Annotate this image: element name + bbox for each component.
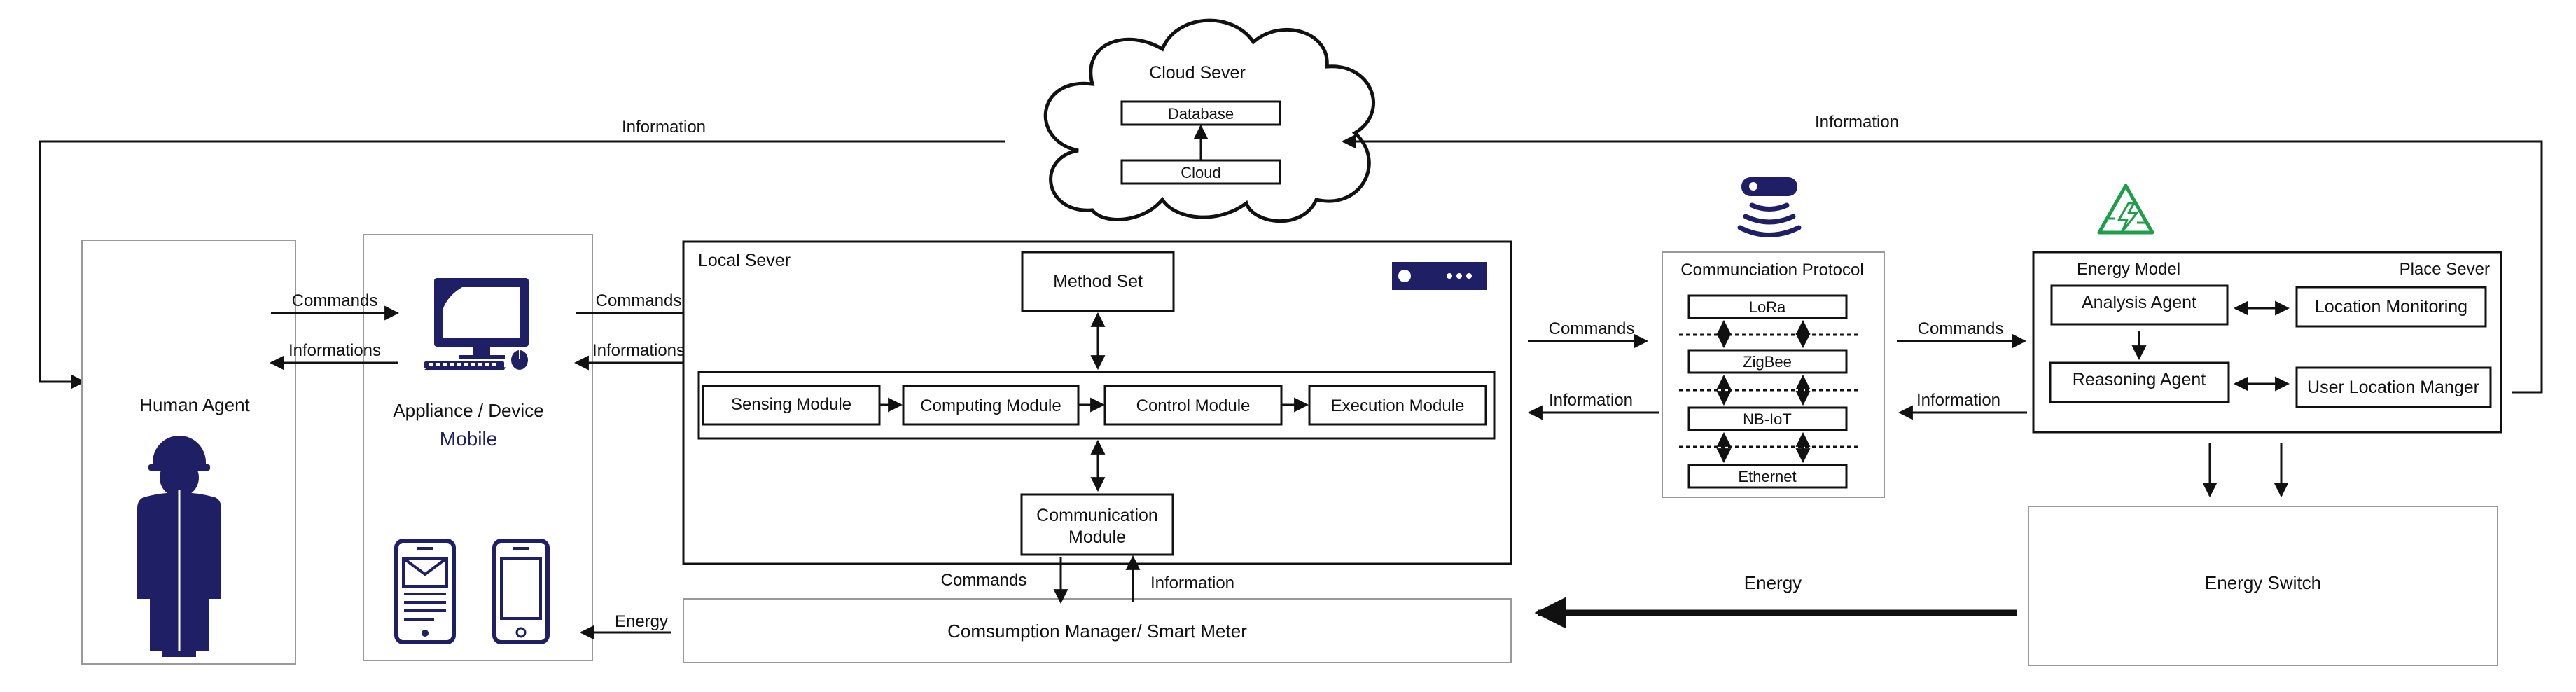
communication-module-line2: Module — [1068, 527, 1126, 547]
energy-switch-box — [2028, 506, 2498, 666]
protocol-panel: Communciation Protocol LoRa ZigBee NB-Io… — [1662, 177, 1885, 498]
appliance-sublabel: Mobile — [440, 428, 497, 450]
protocol-link-arrows — [1716, 319, 1811, 464]
information-label-4: Information — [1549, 391, 1633, 410]
info-loop-left — [39, 140, 1005, 389]
energy-label-big: Energy — [1744, 572, 1802, 593]
local-server-title: Local Sever — [698, 251, 791, 270]
info-left-label: Information — [622, 118, 706, 137]
tablet-news-icon — [394, 539, 456, 644]
place-server-title: Place Sever — [2400, 260, 2490, 279]
user-location-label: User Location Manger — [2307, 378, 2479, 397]
protocol-lora-box — [1687, 294, 1848, 319]
method-set-label: Method Set — [1053, 272, 1143, 291]
commands-label-4: Commands — [1549, 319, 1635, 338]
appliance-label: Appliance / Device — [393, 400, 543, 421]
sensing-module-label: Sensing Module — [731, 395, 851, 414]
local-server-panel: Local Sever Method Set Sensing Module Co… — [682, 240, 1512, 565]
information-label-5: Information — [1916, 391, 2000, 410]
smartphone-icon — [492, 539, 550, 644]
consumption-manager-label: Comsumption Manager/ Smart Meter — [947, 621, 1247, 642]
protocol-ethernet-box — [1687, 464, 1848, 489]
communication-module-line1: Communication — [1036, 506, 1158, 525]
informations-label-1: Informations — [288, 341, 381, 360]
appliance-panel: Appliance / Device Mobile — [363, 234, 593, 661]
protocol-lora-label: LoRa — [1749, 298, 1786, 316]
protocol-nbiot-box — [1687, 406, 1848, 431]
desktop-computer-icon — [424, 278, 529, 370]
computing-module-box — [902, 385, 1080, 426]
protocol-box — [1662, 251, 1885, 498]
reasoning-agent-label: Reasoning Agent — [2073, 370, 2206, 389]
reasoning-agent-box — [2049, 361, 2230, 403]
wireless-router-icon — [1737, 177, 1802, 237]
cloud-box — [1120, 159, 1281, 185]
commands-label-2: Commands — [596, 291, 682, 310]
energy-label-small: Energy — [615, 612, 668, 631]
protocol-title: Communciation Protocol — [1680, 261, 1863, 279]
protocol-nbiot-label: NB-IoT — [1743, 410, 1792, 428]
information-label-3: Information — [1150, 574, 1234, 593]
protocol-ethernet-label: Ethernet — [1738, 468, 1796, 485]
database-box — [1120, 100, 1281, 126]
location-monitoring-label: Location Monitoring — [2315, 297, 2467, 317]
analysis-agent-box — [2050, 284, 2229, 326]
info-loop-right — [1341, 134, 2543, 394]
analysis-agent-label: Analysis Agent — [2082, 293, 2196, 312]
informations-label-2: Informations — [592, 341, 685, 360]
execution-module-label: Execution Module — [1331, 396, 1465, 415]
human-agent-label: Human Agent — [139, 394, 250, 415]
protocol-zigbee-box — [1687, 349, 1848, 374]
commands-label-3: Commands — [941, 571, 1027, 590]
execution-module-box — [1308, 385, 1487, 426]
place-server-panel: Energy Model Place Sever Analysis Agent … — [2032, 184, 2502, 434]
energy-model-icon — [2097, 184, 2154, 235]
communication-module-box — [1020, 493, 1174, 556]
cloud-title: Cloud Sever — [1149, 63, 1246, 83]
control-module-label: Control Module — [1136, 396, 1251, 415]
human-agent-panel: Human Agent — [81, 240, 296, 665]
method-set-box — [1021, 251, 1175, 312]
computing-module-label: Computing Module — [920, 396, 1061, 415]
energy-model-label: Energy Model — [2077, 260, 2180, 279]
protocol-zigbee-label: ZigBee — [1743, 353, 1792, 371]
energy-switch-label: Energy Switch — [2205, 572, 2321, 593]
location-monitoring-box — [2295, 286, 2487, 328]
database-label: Database — [1168, 105, 1234, 123]
user-location-box — [2295, 366, 2492, 408]
commands-label-1: Commands — [292, 291, 378, 310]
cloud-box-label: Cloud — [1181, 164, 1220, 181]
info-right-label: Information — [1815, 113, 1899, 132]
server-rack-icon — [1392, 262, 1487, 290]
commands-label-5: Commands — [1918, 319, 2004, 338]
cloud-server: Cloud Sever Database Cloud — [1043, 18, 1375, 223]
consumption-manager-box — [683, 598, 1512, 663]
